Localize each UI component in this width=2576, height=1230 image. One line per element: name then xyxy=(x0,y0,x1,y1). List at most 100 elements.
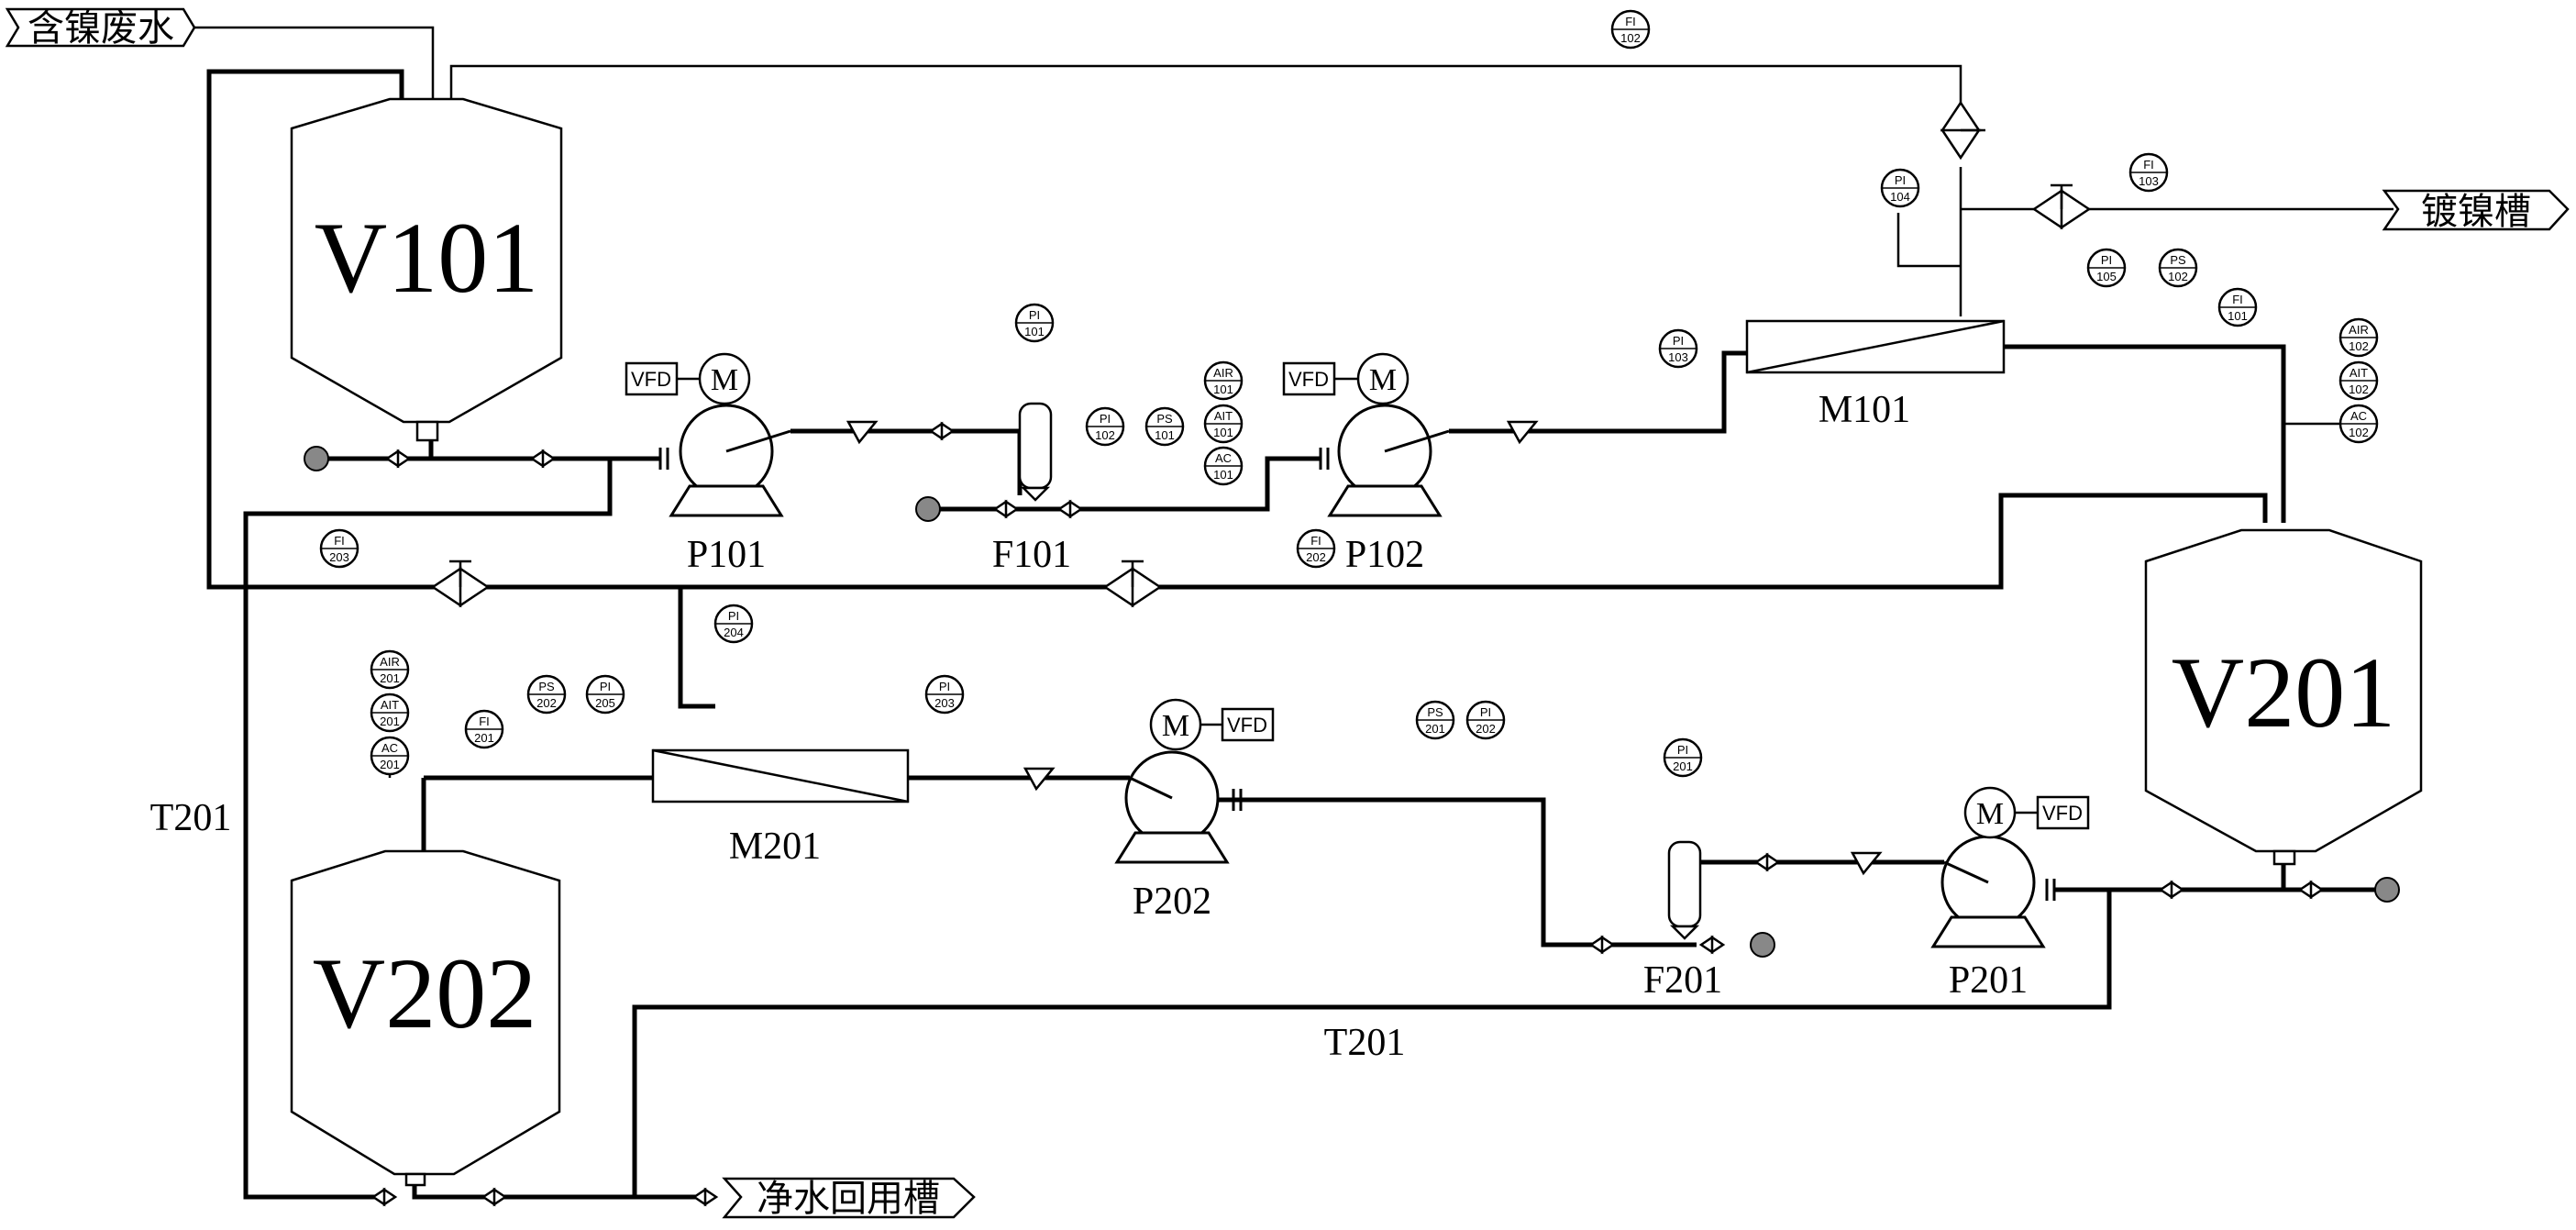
instrument-bubbles: FI102PI104FI103PI101PI102PS101AIR101AIT1… xyxy=(319,9,2379,778)
line-label-t201-left: T201 xyxy=(150,797,232,839)
vessel-v201-label: V201 xyxy=(2172,637,2395,748)
instrument-number: 203 xyxy=(934,696,955,710)
instrument-number: 104 xyxy=(1890,190,1910,204)
instrument-ac201: AC 201 xyxy=(370,736,410,776)
flag-inlet: 含镍废水 xyxy=(5,7,196,50)
vessel-v202: V202 xyxy=(290,849,561,1187)
instrument-number: 201 xyxy=(474,731,494,745)
instrument-number: 202 xyxy=(1476,722,1496,736)
instrument-tag: AC xyxy=(1215,451,1232,465)
instrument-number: 101 xyxy=(1155,428,1175,442)
filter-f201: F201 xyxy=(1643,840,1722,1002)
instrument-tag: PI xyxy=(1029,308,1040,322)
instrument-tag: AIR xyxy=(2349,323,2369,337)
instrument-number: 204 xyxy=(724,626,744,639)
instrument-number: 201 xyxy=(380,671,400,685)
instrument-tag: PS xyxy=(1427,705,1443,719)
instrument-tag: PI xyxy=(1100,412,1111,426)
motor-label: M xyxy=(711,363,738,397)
motor-p201: M VFD xyxy=(1963,786,2090,839)
instrument-tag: PI xyxy=(1895,173,1906,187)
instrument-tag: PS xyxy=(2170,253,2186,267)
instrument-number: 102 xyxy=(2349,339,2369,353)
flag-recycle: 净水回用槽 xyxy=(722,1177,976,1220)
filter-f201-label: F201 xyxy=(1643,959,1722,1002)
instrument-tag: FI xyxy=(1310,534,1321,548)
instrument-tag: PI xyxy=(1480,705,1491,719)
instrument-number: 102 xyxy=(1095,428,1115,442)
instrument-number: 101 xyxy=(1213,426,1233,439)
motor-label: M xyxy=(1976,797,2004,831)
instrument-fi103: FI 103 xyxy=(2128,152,2169,193)
membrane-m201: M201 xyxy=(651,748,910,868)
instrument-number: 101 xyxy=(2228,309,2248,323)
line-label-t201-bottom: T201 xyxy=(1324,1022,1406,1064)
instrument-tag: PI xyxy=(728,609,739,623)
instrument-number: 102 xyxy=(2349,426,2369,439)
instrument-pi103: PI 103 xyxy=(1658,328,1698,369)
instrument-number: 102 xyxy=(1620,31,1641,45)
instrument-fi202: FI 202 xyxy=(1296,528,1336,569)
pump-p102: P102 xyxy=(1319,404,1450,576)
vessel-v101: V101 xyxy=(290,97,563,442)
instrument-ps201: PS 201 xyxy=(1415,700,1455,740)
motor-p101: VFD M xyxy=(625,352,751,405)
instrument-tag: FI xyxy=(334,534,345,548)
instrument-air201: AIR 201 xyxy=(370,649,410,690)
filter-f101: F101 xyxy=(992,402,1071,576)
instrument-number: 201 xyxy=(380,715,400,728)
pump-p202-label: P202 xyxy=(1133,881,1211,923)
instrument-number: 202 xyxy=(1306,550,1326,564)
motor-p202: M VFD xyxy=(1149,698,1275,751)
instrument-number: 105 xyxy=(2096,270,2117,283)
motor-label: M xyxy=(1162,709,1189,743)
membrane-m201-label: M201 xyxy=(729,826,821,868)
valves xyxy=(370,100,2325,1207)
pump-p201-label: P201 xyxy=(1949,959,2028,1002)
instrument-tag: FI xyxy=(1625,15,1636,28)
instrument-ps101: PS 101 xyxy=(1144,406,1185,447)
instrument-tag: AIT xyxy=(1214,409,1233,423)
instrument-pi102: PI 102 xyxy=(1085,406,1125,447)
instrument-tag: PI xyxy=(939,680,950,693)
motor-p102: VFD M xyxy=(1282,352,1410,405)
vfd-label: VFD xyxy=(631,368,671,391)
vessel-v202-label: V202 xyxy=(313,937,536,1049)
instrument-air102: AIR 102 xyxy=(2338,317,2379,358)
instrument-pi202: PI 202 xyxy=(1465,700,1506,740)
instrument-tag: PI xyxy=(1673,334,1684,348)
pump-p201: P201 xyxy=(1930,835,2056,1002)
pump-p102-label: P102 xyxy=(1345,534,1424,576)
instrument-number: 201 xyxy=(380,758,400,771)
instrument-number: 203 xyxy=(329,550,349,564)
instrument-tag: AIT xyxy=(2349,366,2368,380)
vessel-v101-label: V101 xyxy=(315,202,538,314)
instrument-tag: FI xyxy=(2232,293,2243,306)
instrument-number: 102 xyxy=(2349,382,2369,396)
instrument-tag: AC xyxy=(381,741,398,755)
instrument-tag: FI xyxy=(2143,158,2154,172)
instrument-tag: AIR xyxy=(1213,366,1233,380)
motor-label: M xyxy=(1369,363,1397,397)
pump-p101: P101 xyxy=(658,404,791,576)
instrument-number: 201 xyxy=(1425,722,1445,736)
instrument-tag: PS xyxy=(1156,412,1173,426)
flag-plating: 镀镍槽 xyxy=(2382,189,2570,233)
instrument-fi101: FI 101 xyxy=(2217,287,2258,327)
instrument-number: 103 xyxy=(2139,174,2159,188)
instrument-tag: AIT xyxy=(381,698,399,712)
instrument-number: 103 xyxy=(1668,350,1688,364)
flag-inlet-label: 含镍废水 xyxy=(28,7,174,50)
instrument-tag: PI xyxy=(600,680,611,693)
instrument-ait101: AIT 101 xyxy=(1203,404,1244,444)
instrument-tag: AIR xyxy=(380,655,400,669)
